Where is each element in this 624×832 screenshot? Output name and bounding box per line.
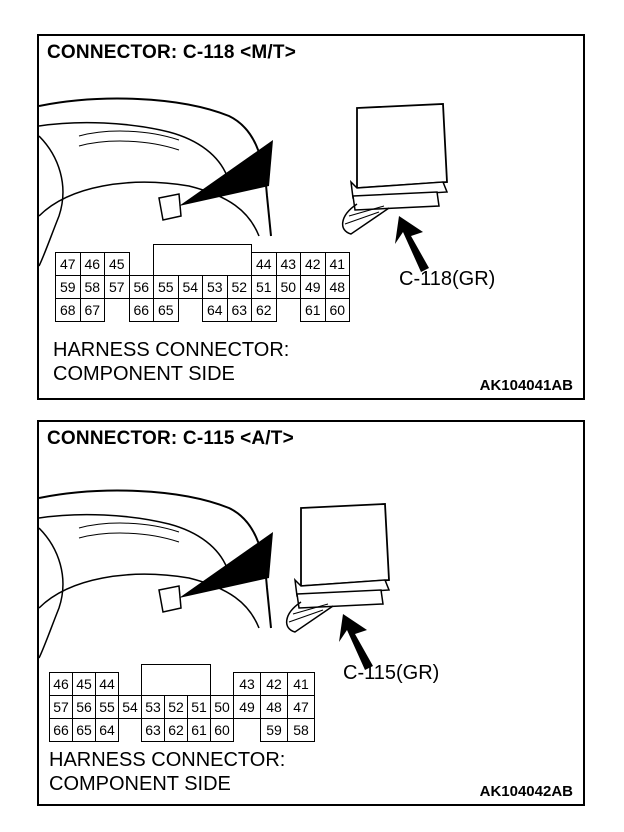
connector-pin: 68: [55, 298, 81, 322]
connector-pin: 51: [251, 275, 277, 299]
connector-pin: 51: [187, 695, 211, 719]
connector-pin: 48: [324, 275, 350, 299]
connector-pin: 55: [153, 275, 179, 299]
connector-pin: 52: [226, 275, 252, 299]
harness-label-line1: HARNESS CONNECTOR:: [49, 749, 286, 771]
connector-pin: 65: [72, 718, 96, 742]
connector-pin: 63: [226, 298, 252, 322]
connector-pin: 59: [55, 275, 81, 299]
connector-pin: 66: [128, 298, 154, 322]
connector-pin: 57: [49, 695, 73, 719]
connector-pin: 58: [79, 275, 105, 299]
connector-pin: 57: [104, 275, 130, 299]
connector-pin: 60: [210, 718, 234, 742]
connector-pin: 54: [177, 275, 203, 299]
connector-pin: [129, 252, 155, 276]
connector-pin: 41: [324, 252, 350, 276]
connector-pin: 50: [210, 695, 234, 719]
connector-label: C-115(GR): [343, 662, 440, 684]
connector-pin: 67: [79, 298, 105, 322]
connector-key-block: [153, 244, 252, 276]
connector-pin: 41: [287, 672, 315, 696]
connector-pin: 43: [275, 252, 301, 276]
connector-pin: 47: [287, 695, 315, 719]
connector-pin: 49: [300, 275, 326, 299]
connector-pin: 50: [275, 275, 301, 299]
connector-pin: 44: [251, 252, 277, 276]
connector-pin: 42: [300, 252, 326, 276]
connector-pin: 46: [49, 672, 73, 696]
connector-pin: 47: [55, 252, 81, 276]
connector-pin: 61: [300, 298, 326, 322]
connector-pin: [178, 298, 204, 322]
connector-pin: 62: [164, 718, 188, 742]
connector-pin: 54: [118, 695, 142, 719]
connector-pin: [104, 298, 130, 322]
connector-pin: 52: [164, 695, 188, 719]
harness-label-line1: HARNESS CONNECTOR:: [53, 339, 290, 361]
connector-pin: 45: [104, 252, 130, 276]
connector-pin: 53: [141, 695, 165, 719]
connector-pin: 60: [324, 298, 350, 322]
connector-pin: 58: [287, 718, 315, 742]
harness-label-line2: COMPONENT SIDE: [49, 773, 231, 795]
connector-pin: 56: [128, 275, 154, 299]
dashboard-illustration: [39, 489, 391, 670]
connector-pin: [118, 672, 142, 696]
connector-pin: [233, 718, 261, 742]
figure-code: AK104042AB: [479, 783, 573, 800]
connector-pin: 49: [233, 695, 261, 719]
connector-pin: 59: [260, 718, 288, 742]
connector-pin: 48: [260, 695, 288, 719]
connector-pin: 56: [72, 695, 96, 719]
harness-label-line2: COMPONENT SIDE: [53, 363, 235, 385]
panel-title: CONNECTOR: C-118 <M/T>: [47, 42, 296, 63]
connector-label: C-118(GR): [399, 268, 496, 290]
connector-pin: 45: [72, 672, 96, 696]
connector-pin: 62: [251, 298, 277, 322]
connector-pin: 46: [79, 252, 105, 276]
connector-pin: 63: [141, 718, 165, 742]
connector-pin: 64: [95, 718, 119, 742]
dashboard-illustration: [39, 97, 449, 272]
connector-key-block: [141, 664, 211, 696]
panel-title: CONNECTOR: C-115 <A/T>: [47, 428, 294, 449]
connector-pin: 61: [187, 718, 211, 742]
connector-pin: 65: [153, 298, 179, 322]
connector-pin: 66: [49, 718, 73, 742]
connector-pin: 55: [95, 695, 119, 719]
connector-pin: 44: [95, 672, 119, 696]
connector-pin: 42: [260, 672, 288, 696]
figure-code: AK104041AB: [479, 377, 573, 394]
connector-pin: 64: [202, 298, 228, 322]
connector-pin: 43: [233, 672, 261, 696]
connector-pin: [276, 298, 302, 322]
connector-pin: [118, 718, 142, 742]
connector-pin: 53: [202, 275, 228, 299]
